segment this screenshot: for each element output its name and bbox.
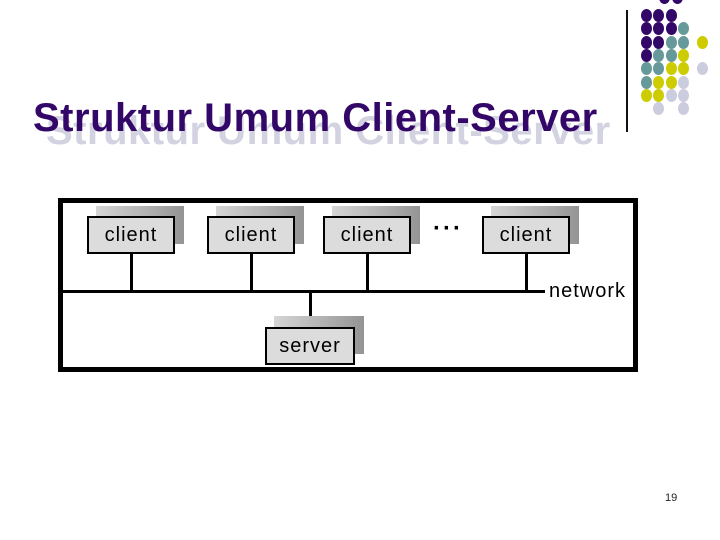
client-box: client [87,216,175,254]
decoration-dot [678,48,689,62]
decoration-dot [665,35,677,49]
decoration-dot [678,35,689,49]
client-box-label: client [499,223,553,246]
decoration-dot [653,48,664,62]
client-box-label: client [224,223,278,246]
decoration-dot [653,35,664,49]
decoration-dot [653,88,664,102]
client-box-label: client [340,223,394,246]
decoration-dot [640,88,652,102]
decoration-dot [696,61,708,75]
decoration-dot [678,21,689,35]
decoration-dot [671,0,683,4]
decoration-dot [678,61,689,75]
decoration-dot [665,8,677,22]
decoration-dot [640,48,652,62]
decoration-dot [640,21,652,35]
decoration-dot [665,21,677,35]
decoration-dot [640,75,652,89]
decoration-dot [640,61,652,75]
decoration-dot [678,75,689,89]
client-connector-line [129,252,133,292]
decoration-dot [653,8,664,22]
clients-ellipsis: ··· [433,215,463,242]
decoration-separator-line [626,10,628,132]
decoration-dot [640,35,652,49]
decoration-dot [665,61,677,75]
decoration-dot [665,75,677,89]
decoration-dot [653,61,664,75]
decoration-dot [665,88,677,102]
decoration-dot [653,75,664,89]
page-number: 19 [665,492,678,504]
decoration-dot [653,101,664,115]
network-label: network [549,280,627,302]
network-line [62,290,545,293]
server-connector-line [309,291,312,328]
client-connector-line [365,252,369,292]
decoration-dot [653,21,664,35]
server-box-label: server [279,334,341,357]
client-box-label: client [104,223,158,246]
server-box: server [265,327,355,365]
client-connector-line [249,252,253,292]
client-box: client [482,216,570,254]
client-box: client [323,216,411,254]
client-box: client [207,216,295,254]
slide-title: Struktur Umum Client-Server [33,96,598,140]
decoration-dot [640,8,652,22]
decoration-dot [665,48,677,62]
decoration-dot [696,35,708,49]
decoration-dot [678,101,689,115]
client-connector-line [524,252,528,292]
decoration-dot [659,0,671,4]
decoration-dot [678,88,689,102]
